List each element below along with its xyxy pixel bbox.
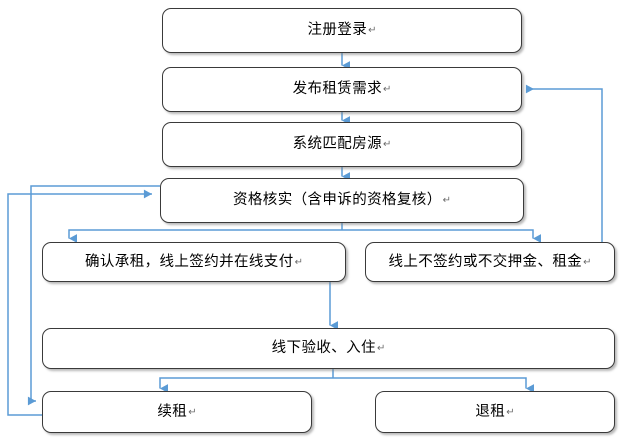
node-qualification-check[interactable]: 资格核实（含申诉的资格复核）↵: [160, 178, 524, 223]
node-publish-demand[interactable]: 发布租赁需求↵: [162, 67, 522, 112]
node-label-system-match: 系统匹配房源: [292, 136, 382, 153]
node-system-match[interactable]: 系统匹配房源↵: [162, 122, 522, 167]
node-terminate-lease[interactable]: 退租↵: [375, 391, 615, 433]
paragraph-mark-renew-lease: ↵: [188, 406, 197, 418]
node-offline-acceptance[interactable]: 线下验收、入住↵: [42, 328, 615, 369]
node-renew-lease[interactable]: 续租↵: [42, 391, 312, 433]
connector-qualification-to-nosign: [342, 229, 541, 243]
connector-renew-back-to-qualification: [7, 189, 152, 416]
node-confirm-sign-pay[interactable]: 确认承租，线上签约并在线支付↵: [42, 242, 346, 282]
node-label-terminate-lease: 退租: [475, 403, 506, 420]
node-label-no-sign-no-pay: 线上不签约或不交押金、租金: [388, 253, 583, 270]
connector-qualification-back-to-renew: [27, 185, 160, 406]
connector-acceptance-to-terminate: [333, 377, 534, 393]
paragraph-mark-register-login: ↵: [368, 25, 377, 36]
connector-nosign-back-to-publish: [525, 84, 603, 242]
paragraph-mark-publish-demand: ↵: [383, 84, 392, 95]
connector-acceptance-to-renew: [159, 377, 333, 393]
node-label-publish-demand: 发布租赁需求: [292, 81, 382, 98]
node-no-sign-no-pay[interactable]: 线上不签约或不交押金、租金↵: [365, 242, 615, 282]
paragraph-mark-offline-acceptance: ↵: [376, 343, 386, 354]
paragraph-mark-no-sign-no-pay: ↵: [583, 256, 592, 268]
node-label-confirm-sign-pay: 确认承租，线上签约并在线支付: [85, 253, 294, 270]
node-label-offline-acceptance: 线下验收、入住: [271, 340, 376, 357]
paragraph-mark-qualification-check: ↵: [442, 195, 451, 206]
paragraph-mark-confirm-sign-pay: ↵: [294, 256, 303, 268]
node-label-qualification-check: 资格核实（含申诉的资格复核）: [233, 192, 442, 209]
connector-qualification-to-confirm: [68, 229, 342, 243]
node-label-register-login: 注册登录: [307, 22, 368, 39]
paragraph-mark-system-match: ↵: [383, 139, 392, 150]
node-register-login[interactable]: 注册登录↵: [162, 8, 522, 53]
node-label-renew-lease: 续租: [157, 403, 188, 420]
paragraph-mark-terminate-lease: ↵: [506, 406, 515, 418]
